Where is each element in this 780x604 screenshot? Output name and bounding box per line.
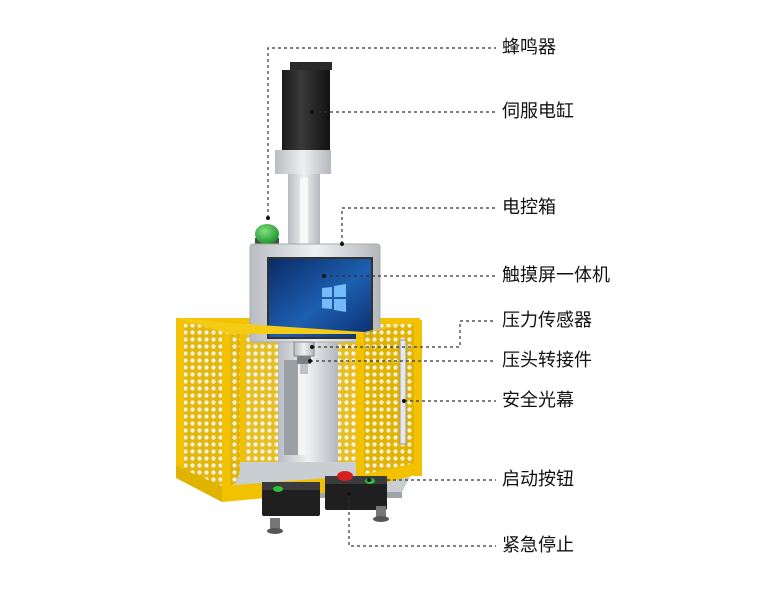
- label-buzzer: 蜂鸣器: [502, 37, 556, 58]
- servo-cylinder-body: [275, 62, 332, 250]
- leader-dots: [266, 110, 406, 496]
- control-box-body: [249, 243, 381, 343]
- machine-feet: [267, 506, 389, 534]
- label-touchscreen-pc: 触摸屏一体机: [502, 265, 610, 286]
- leader-pressure-sensor: [312, 320, 496, 348]
- leader-buzzer: [267, 47, 496, 218]
- label-start-button: 启动按钮: [502, 469, 574, 490]
- button-console: [262, 471, 387, 516]
- press-head: [293, 341, 315, 374]
- label-servo-cylinder: 伺服电缸: [502, 101, 574, 122]
- safety-guard: [176, 318, 422, 502]
- leader-lines: [267, 47, 496, 547]
- label-control-box: 电控箱: [502, 197, 556, 218]
- label-safety-light-curtain: 安全光幕: [502, 390, 574, 411]
- label-emergency-stop: 紧急停止: [502, 535, 574, 556]
- label-pressure-sensor: 压力传感器: [502, 310, 592, 331]
- leader-emergency-stop: [348, 494, 496, 547]
- buzzer-light: [255, 224, 279, 248]
- leader-control-box: [341, 207, 496, 244]
- label-press-head-adapter: 压头转接件: [502, 350, 592, 371]
